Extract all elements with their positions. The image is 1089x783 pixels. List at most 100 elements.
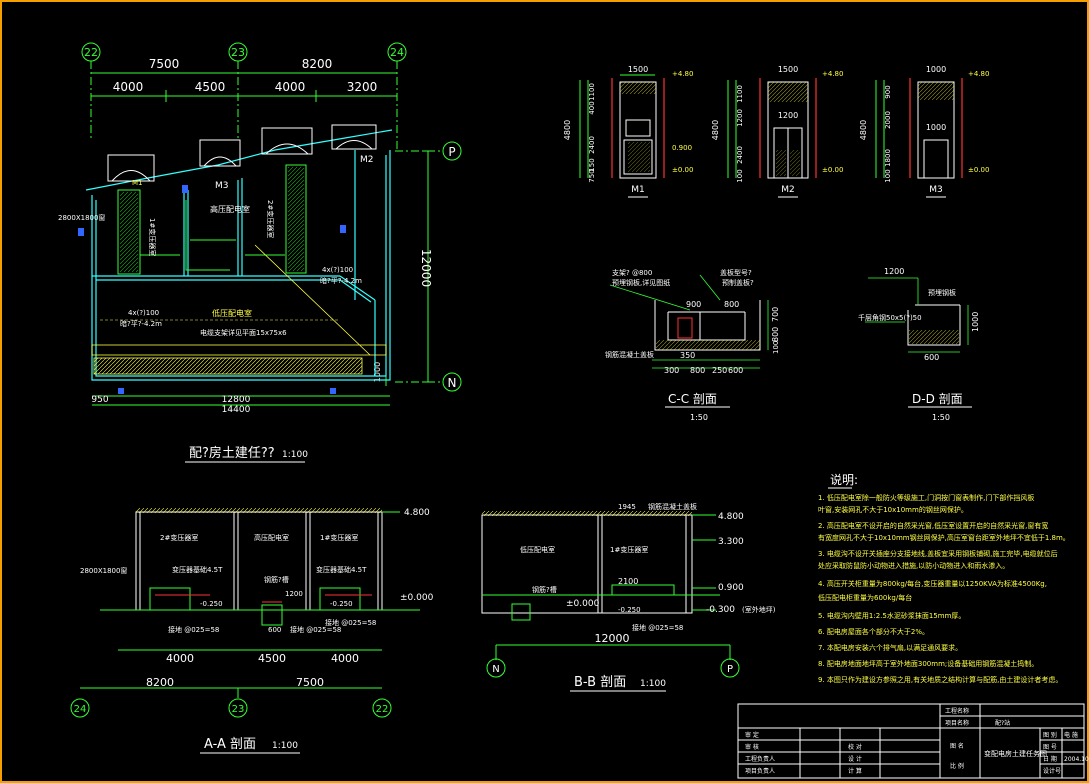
plan-room-t2: 2#变压器室 <box>266 200 275 238</box>
bb-zero: ±0.000 <box>566 599 600 609</box>
cc-note-e: 钢筋混凝土盖板 <box>605 350 654 359</box>
plan-title: 配?房土建任?? <box>189 445 275 461</box>
m3-width: 1000 <box>926 65 946 74</box>
m2-width: 1500 <box>778 65 798 74</box>
plan-room-t1: 1#变压器室 <box>148 218 157 256</box>
bb-room-lv: 低压配电室 <box>520 545 555 554</box>
m3-inner-width: 1000 <box>926 123 946 132</box>
tb-row-a: 审 定 <box>745 731 759 739</box>
aa-label-1200: 1200 <box>285 590 303 598</box>
note-4a: 4. 高压开关柜重量为800kg/每台,变压器重量以1250KVA为标准4500… <box>818 579 1047 588</box>
plan-room-lv: 低压配电室 <box>212 308 252 318</box>
dim-4000-b: 4000 <box>275 80 306 94</box>
note-5: 5. 电缆沟内壁用1:2.5水泥砂浆抹面15mm厚。 <box>818 611 965 620</box>
cc-dim-900: 900 <box>686 300 701 309</box>
bb-title: B-B 剖面 <box>574 675 626 690</box>
plan-door-m3: M3 <box>215 181 229 191</box>
aa-room-a: 2#变压器室 <box>160 533 198 542</box>
cc-scale: 1:50 <box>690 413 708 422</box>
dim-3200: 3200 <box>347 80 378 94</box>
section-dd: 1200 600 1000 预埋钢板 千层角钢50x5(?)50 D-D 剖面 … <box>858 267 980 422</box>
axis-p: P <box>448 145 455 159</box>
plan-note-e: 暗?平?-4.2m <box>120 319 162 328</box>
note-2a: 2. 高压配电室不设开启的自然采光窗,低压室设置开启的自然采光窗,窗有宽 <box>818 521 1048 530</box>
plan-note-d: 暗?平?-4.2m <box>320 276 362 285</box>
plan-note-window: 2800X1800窗 <box>58 213 105 222</box>
plan-room-hv: 高压配电室 <box>210 204 250 214</box>
tb-mid-c: 设 计 <box>848 755 862 763</box>
m3-dim-b: 2000 <box>884 111 892 129</box>
aa-label-elev-a: -0.250 <box>200 600 223 608</box>
aa-axis-23: 23 <box>232 704 245 715</box>
tb-row-d: 项目负责人 <box>745 767 775 775</box>
tb-row-c: 工程负责人 <box>745 755 775 763</box>
m1-total-height: 4800 <box>563 120 572 140</box>
axis-22-top: 22 <box>84 46 98 59</box>
m1-elev-top: +4.80 <box>672 70 693 78</box>
cc-note-b: 预埋钢板,详见图纸 <box>612 278 670 287</box>
bb-elev-0900: 0.900 <box>718 583 744 593</box>
aa-dim-8200: 8200 <box>146 676 174 689</box>
aa-label-trench: 钢筋?槽 <box>264 575 289 584</box>
m1-dim-c: 2400 <box>588 136 596 154</box>
m2-dim-b: 1200 <box>736 109 744 127</box>
tb-right-a: 图 别 <box>1043 731 1057 739</box>
section-cc: 支架? @800 预埋钢板,详见图纸 盖板型号? 预制盖板? 钢筋混凝土盖板 9… <box>605 268 780 422</box>
section-bb: 低压配电室 1#变压器室 钢筋混凝土盖板 -0.250 钢筋?槽 接地 @025… <box>481 502 776 692</box>
cc-note-d: 预制盖板? <box>722 278 754 287</box>
tb-right-val-a: 电 施 <box>1064 731 1078 739</box>
aa-scale: 1:100 <box>272 741 298 751</box>
door-m2-elevation: 1500 1200 4800 1100 1200 2400 100 +4.80 … <box>711 65 843 198</box>
aa-label-window: 2800X1800窗 <box>80 566 127 575</box>
m3-dim-a: 900 <box>884 85 892 98</box>
bb-scale: 1:100 <box>640 679 666 689</box>
note-3a: 3. 电缆沟不设开关插座分支接地线,盖板宜采用钢板铺砌,施工完毕,电缆就位后 <box>818 549 1058 558</box>
cc-dim-300: 300 <box>664 366 679 375</box>
title-block: 工程名称 项目名称 配?站 审 定 审 核 工程负责人 项目负责人 校 对 设 … <box>737 703 1089 779</box>
aa-label-ground-c: 接地 @025=58 <box>325 618 376 627</box>
cc-note-a: 支架? @800 <box>612 268 652 277</box>
aa-axis-24: 24 <box>74 704 87 715</box>
dim-4000-a: 4000 <box>113 80 144 94</box>
bb-dim-12000: 12000 <box>595 632 630 645</box>
bb-dim-2100: 2100 <box>618 577 638 586</box>
dd-scale: 1:50 <box>932 413 950 422</box>
dim-7500: 7500 <box>149 57 180 71</box>
design-notes: 说明: 1. 低压配电室除一般防火等级施工,门洞按门窗表制作,门下部作挡风板 叶… <box>818 472 1070 684</box>
dim-950: 950 <box>91 395 108 405</box>
dim-12000-plan: 12000 <box>419 249 433 287</box>
m1-elev-mid: 0.900 <box>672 144 692 152</box>
note-9: 9. 本图只作为建设方参照之用,有关地质之结构计算与配筋,由土建设计者考虑。 <box>818 675 1062 684</box>
aa-dim-7500: 7500 <box>296 676 324 689</box>
m3-dim-d: 100 <box>884 169 892 182</box>
m1-width: 1500 <box>628 65 648 74</box>
axis-24-top: 24 <box>390 46 404 59</box>
aa-label-base-b: 变压器基础4.5T <box>316 565 367 574</box>
cc-dim-800c: 800 <box>771 327 780 342</box>
note-1a: 1. 低压配电室除一般防火等级施工,门洞按门窗表制作,门下部作挡风板 <box>818 493 1034 502</box>
m2-dim-d: 100 <box>736 169 744 182</box>
bb-label-slab: 钢筋混凝土盖板 <box>648 502 697 511</box>
aa-dim-4000a: 4000 <box>166 652 194 665</box>
plan-scale: 1:100 <box>282 450 308 460</box>
note-6: 6. 配电房屋面各个部分不大于2%。 <box>818 627 929 636</box>
bb-dim-1945: 1945 <box>618 503 636 511</box>
plan-note-b: 4x(?)100 <box>128 309 159 317</box>
notes-heading: 说明: <box>830 472 858 487</box>
tb-mid-d: 计 算 <box>848 767 862 775</box>
door-m3-elevation: 1000 1000 4800 900 2000 1800 100 +4.80 ±… <box>859 65 989 198</box>
tb-drawing-label-bot: 比 例 <box>950 762 964 770</box>
bb-room-t1: 1#变压器室 <box>610 545 648 554</box>
plan-note-a: 4x(?)100 <box>322 266 353 274</box>
m2-dim-c: 2400 <box>736 146 744 164</box>
tb-project: 配?站 <box>995 719 1010 727</box>
bb-elev-m0300: -0.300 <box>706 605 735 615</box>
cc-dim-100: 100 <box>772 341 780 354</box>
dim-4500: 4500 <box>195 80 226 94</box>
aa-label-600: 600 <box>268 626 281 634</box>
aa-label-elev-b: -0.250 <box>330 600 353 608</box>
m3-elev-top: +4.80 <box>968 70 989 78</box>
floor-plan: 22 23 24 P N 7500 8200 4000 4500 4000 32… <box>58 42 462 463</box>
